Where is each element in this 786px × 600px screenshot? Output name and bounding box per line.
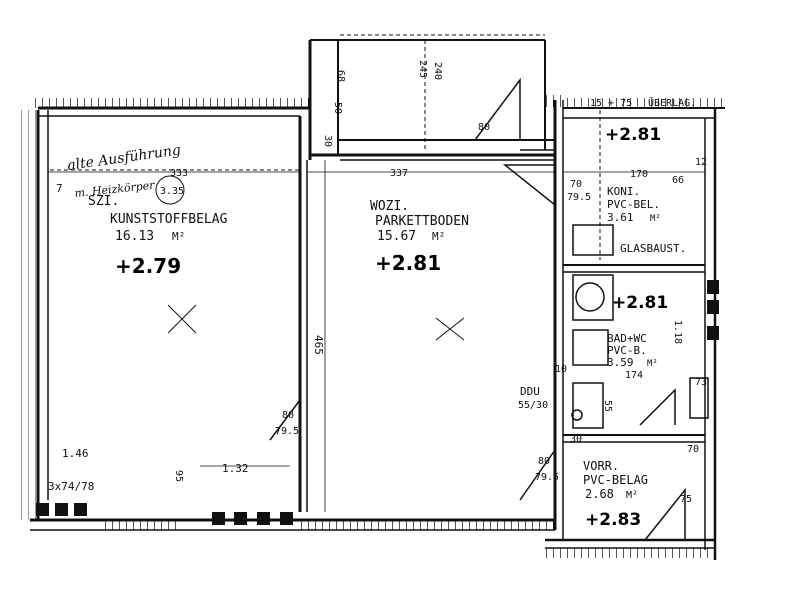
bad-area: 3.59 [607,356,634,369]
dim-koni-795: 79.5 [567,192,591,203]
dim-balcony-245: 245 [417,60,428,78]
handwritten-note-1: alte Ausführung [66,142,182,174]
wozi-area-unit: M² [432,230,445,243]
dim-wozi-depth: 465 [312,335,325,355]
door-swings [269,77,686,541]
bathroom-fixtures [571,224,709,429]
vorr-area: 2.68 [585,487,614,501]
dim-bad-55: 55 [602,400,613,412]
room-loggia: +2.81 [605,125,661,145]
dim-balcony-80: 80 [478,122,490,133]
vorr-floor: PVC-BELAG [583,473,648,487]
dim-vorr-795: 79.5 [535,472,559,483]
dim-66: 66 [672,175,684,186]
dim-szi-width: 333 [170,168,188,179]
room-crosses [167,304,465,341]
dim-koni-70: 70 [570,179,582,190]
dim-szi-95: 95 [173,470,184,482]
dim-wozi-width: 337 [390,168,408,179]
dim-szi-width-note: 3.35 [160,186,184,197]
ddu-label: DDU [520,385,540,398]
dim-bad-73: 73 [695,377,707,388]
loggia-level: +2.81 [605,125,661,145]
bad-name: BAD+WC [607,332,647,345]
room-wozi: WOZI. PARKETTBODEN 15.67 M² +2.81 [370,199,469,275]
room-bad: +2.81 BAD+WC PVC-B. 3.59 M² [607,293,668,369]
szi-area: 16.13 [115,229,154,244]
dim-balcony-240: 240 [432,62,443,80]
bad-level: +2.81 [612,293,668,313]
dim-vorr-80: 80 [538,456,550,467]
ddu-sub: 55/30 [518,400,548,411]
bad-floor: PVC-B. [607,344,647,357]
dim-vorr-30: 30 [570,434,582,445]
szi-area-unit: M² [172,230,185,243]
dim-vorr-70: 70 [687,444,699,455]
szi-name: SZI. [88,194,119,209]
dim-balcony-50: 50 [332,102,343,114]
wall-hatching [18,95,725,558]
dim-12: 12 [695,157,707,168]
koni-name: KONI. [607,185,640,198]
window-boxes [36,280,719,525]
room-vorr: VORR. PVC-BELAG 2.68 M² +2.83 [583,459,648,530]
dim-szi-146: 1.46 [62,447,89,460]
vorr-area-unit: M² [626,490,638,501]
koni-area-unit: M² [650,214,661,224]
dim-szi-132: 1.32 [222,462,249,475]
glasbaust-label: GLASBAUST. [620,242,686,255]
dim-door-80: 80 [282,410,294,421]
szi-level: +2.79 [115,254,181,278]
dim-bad-174: 174 [625,370,643,381]
wozi-name: WOZI. [370,199,409,214]
dim-upper-15-75: 15 + 75 [590,98,632,109]
dim-170: 170 [630,169,648,180]
dim-bad-10: 10 [555,364,567,375]
bad-area-unit: M² [647,359,658,369]
koni-floor: PVC-BEL. [607,198,660,211]
vorr-level: +2.83 [585,510,641,530]
dim-balcony-68: 68 [335,70,346,82]
szi-floor: KUNSTSTOFFBELAG [110,212,228,227]
wozi-area: 15.67 [377,229,416,244]
dimension-labels: 333 3.35 337 465 170 12 66 70 79.5 15 + … [48,60,707,505]
dim-bad-118: 1.18 [672,320,683,344]
dim-upper-note: ÜBERLAG. [648,96,696,109]
koni-area: 3.61 [607,211,634,224]
dimension-lines [48,160,705,512]
dim-wall-7: 7 [56,182,63,195]
dim-window-note: 3x74/78 [48,480,94,493]
dim-balcony-30: 30 [322,135,333,147]
vorr-name: VORR. [583,459,619,473]
dim-vorr-75: 75 [680,494,692,505]
room-koni: KONI. PVC-BEL. 3.61 M² GLASBAUST. [607,185,686,255]
dashed-lines [50,34,601,260]
dim-door-795: 79.5 [275,426,299,437]
wozi-floor: PARKETTBODEN [375,214,469,229]
wozi-level: +2.81 [375,251,441,275]
room-szi: SZI. KUNSTSTOFFBELAG 16.13 M² +2.79 [88,194,228,278]
